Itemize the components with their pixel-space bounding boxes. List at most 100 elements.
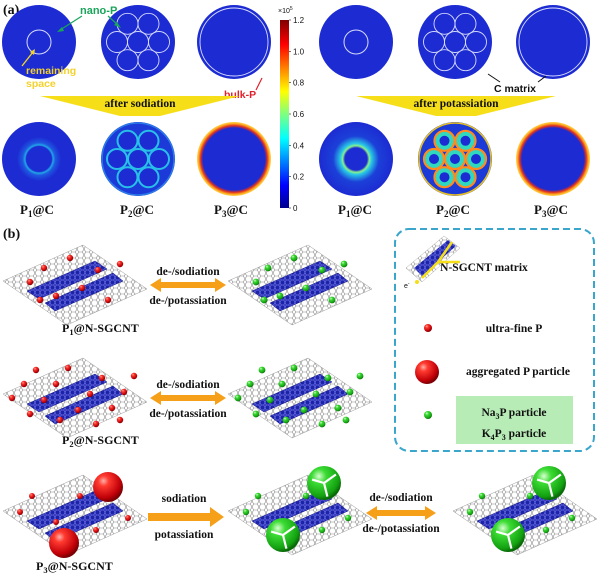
remaining-space-arrowhead [30, 49, 35, 55]
product-particle [302, 492, 310, 500]
legend-product-highlight [456, 396, 573, 444]
product-particle [246, 380, 254, 388]
legend-border [394, 228, 595, 452]
domain-p2-before [101, 5, 175, 79]
row2-arrow-bottom: de-/potassiation [149, 408, 227, 420]
bulk-p-label: bulk-P [224, 89, 256, 101]
colorbar-tick-label: 0 [293, 204, 298, 213]
product-particle [242, 508, 250, 516]
cnt-sheet [2, 244, 148, 326]
p-particle [93, 527, 99, 533]
p-particle [40, 264, 48, 272]
bulk-p-boundary-k [518, 7, 588, 77]
legend-k4p3-label: K4P3 particle [482, 428, 547, 442]
product-particle [318, 420, 326, 428]
orange-arrows: de-/sodiation de-/potassiation de-/sodia… [148, 266, 440, 541]
colorbar-ticks: 1.21.00.80.60.40.20 [289, 16, 305, 213]
p-particle [20, 380, 28, 388]
product-particle [568, 514, 576, 522]
label-p1c-na: P1@C [20, 202, 54, 219]
nano-p-label: nano-P [80, 5, 117, 17]
legend-aggregated-label: aggregated P particle [466, 366, 570, 378]
colorbar-gradient [280, 20, 289, 208]
potassiation-arrow-text: after potassiation [413, 98, 499, 110]
row3-arrow2-bottom: de-/potassiation [362, 523, 440, 535]
legend: e- N-SGCNT matrix ultra-fine P aggregate… [394, 228, 595, 452]
p-particle [77, 493, 83, 499]
p-particle [130, 372, 138, 380]
cnt-sheet [227, 357, 373, 439]
p-particle [53, 519, 59, 525]
colorbar-exponent: ×105 [278, 6, 293, 15]
p-particle [86, 390, 94, 398]
nano-p-circles [106, 12, 170, 72]
legend-ultrafine-label: ultra-fine P [486, 323, 543, 335]
product-particle [258, 366, 266, 374]
product-particle [290, 254, 298, 262]
row2-arrow-top: de-/sodiation [156, 379, 220, 391]
top-row-domains [2, 5, 590, 79]
colorbar-tick-label: 1.0 [293, 47, 305, 56]
row3-arrow2-top: de-/sodiation [369, 492, 433, 504]
product-particle [328, 296, 336, 304]
p-particle [78, 284, 86, 292]
cnt-sheet [227, 474, 373, 556]
product-particle [318, 526, 326, 534]
product-particle [300, 406, 308, 414]
nano-p-arrowhead-1 [57, 27, 64, 32]
p-particle [98, 374, 106, 382]
product-particle [356, 372, 364, 380]
bulk-p-arrow [255, 77, 263, 91]
bottom-row-domains [2, 122, 590, 196]
product-particle [266, 396, 274, 404]
row3-name: P3@N-SGCNT [36, 559, 113, 575]
remaining-space-circle-k [343, 29, 369, 55]
domain-p1-before-k [319, 5, 393, 79]
domain-p3-before [197, 5, 271, 79]
domain-p2-after-na [101, 122, 175, 196]
colorbar-tick-label: 0.6 [293, 110, 305, 119]
p-particle [108, 404, 116, 412]
particles [8, 254, 576, 558]
cnt-sheet [2, 357, 148, 439]
row1-arrow-bottom: de-/potassiation [149, 295, 227, 307]
domain-p3-after-na [197, 122, 271, 196]
yellow-arrows: after sodiation after potassiation [40, 96, 556, 116]
product-particle [278, 380, 286, 388]
p-particle [66, 254, 74, 262]
cnt-sheet [452, 474, 598, 556]
product-particle [542, 526, 550, 534]
nano-p-arrow-1 [59, 15, 83, 31]
product-particle [276, 292, 284, 300]
annotations: nano-P remaining space bulk-P C matrix [21, 5, 547, 101]
p-particle [29, 493, 35, 499]
nano-p-arrowhead-2 [114, 22, 121, 28]
remaining-space-arrow [21, 51, 34, 67]
legend-matrix-label: N-SGCNT matrix [440, 262, 528, 274]
row1-double-arrow [150, 278, 226, 292]
colorbar-tick-label: 0.8 [293, 79, 305, 88]
product-particle [312, 390, 320, 398]
product-particle [290, 364, 298, 372]
p-particle [104, 296, 112, 304]
expanded-product-particle [266, 518, 300, 552]
row3-arrow1-top: sodiation [162, 493, 207, 505]
label-p3c-na: P3@C [214, 202, 248, 219]
p-particle [116, 416, 124, 424]
row1-name: P1@N-SGCNT [62, 321, 139, 337]
product-particle [234, 394, 242, 402]
sodiation-arrow-body [40, 96, 240, 116]
p-particle [32, 366, 40, 374]
legend-matrix-icon [405, 235, 461, 284]
c-matrix-label: C matrix [494, 83, 536, 95]
p-particle [56, 416, 64, 424]
product-particle [324, 374, 332, 382]
potassiation-arrow-body [356, 96, 556, 116]
p-particle [94, 266, 102, 274]
p-particle [26, 278, 34, 286]
domain-p3-before-k [516, 5, 590, 79]
p-particle [8, 394, 16, 402]
p-particle [116, 260, 124, 268]
p-particle [17, 509, 23, 515]
p-particle [125, 515, 131, 521]
